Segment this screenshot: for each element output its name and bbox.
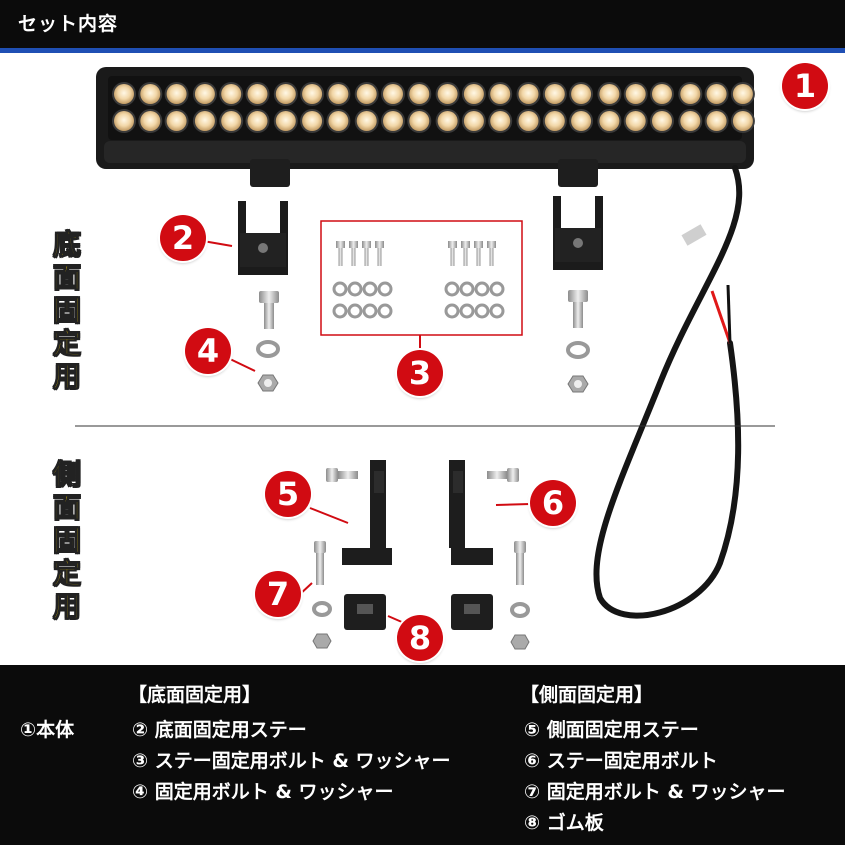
side-item-7: ⑦ 固定用ボルト & ワッシャー <box>524 781 786 803</box>
product-illustration <box>75 67 775 650</box>
bottom-item-3: ③ ステー固定用ボルト & ワッシャー <box>132 750 451 772</box>
badge-2: 2 <box>160 215 206 261</box>
fixing-bolt-set-right-icon <box>566 290 590 393</box>
badge-6: 6 <box>530 480 576 526</box>
led-light-bar-icon <box>96 67 755 187</box>
page-title: セット内容 <box>18 13 119 35</box>
fixing-bolt-set-left-icon <box>256 291 280 392</box>
bottom-mount-label-char: 用 <box>52 360 81 394</box>
side-item-6: ⑥ ステー固定用ボルト <box>524 750 718 772</box>
side-mount-bracket-right-icon <box>449 460 493 565</box>
badge-4: 4 <box>185 328 231 374</box>
side-fixing-bolt-set-right-icon <box>510 541 530 650</box>
badge-8: 8 <box>397 615 443 661</box>
bottom-mount-label-char: 面 <box>52 261 81 295</box>
side-fixing-bolt-set-left-icon <box>312 541 332 649</box>
rubber-pad-right-icon <box>451 594 493 630</box>
bottom-item-2: ② 底面固定用ステー <box>132 719 307 741</box>
power-cable-icon <box>593 165 743 619</box>
badge-1: 1 <box>782 63 828 109</box>
bottom-mount-label-char: 固 <box>52 294 81 328</box>
bottom-mount-label-char: 底 <box>52 228 81 262</box>
parts-list-panel: 【底面固定用】 【側面固定用】 ①本体 ② 底面固定用ステー ③ ステー固定用ボ… <box>0 665 845 845</box>
side-mount-label-char: 用 <box>52 590 81 624</box>
bottom-item-4: ④ 固定用ボルト & ワッシャー <box>132 781 394 803</box>
stay-bolt-right-icon <box>487 468 519 482</box>
badge-5: 5 <box>265 471 311 517</box>
badge-7: 7 <box>255 571 301 617</box>
side-mount-heading: 【側面固定用】 <box>520 684 654 706</box>
rubber-pad-left-icon <box>344 594 386 630</box>
product-photo-area: 底 面 固 定 用 側 面 固 定 用 1 2 3 4 5 6 7 8 <box>0 53 845 665</box>
bottom-mount-label: 底 面 固 定 用 <box>50 228 84 394</box>
side-mount-label-char: 定 <box>52 557 81 591</box>
bottom-mount-bracket-right-icon <box>553 196 603 270</box>
bottom-mount-bracket-left-icon <box>238 201 288 275</box>
header-accent-stripe <box>0 48 845 53</box>
side-mount-bracket-left-icon <box>342 460 392 565</box>
side-mount-label-char: 固 <box>52 524 81 558</box>
side-mount-label: 側 面 固 定 用 <box>50 458 84 624</box>
side-item-8: ⑧ ゴム板 <box>524 812 604 834</box>
main-body-item: ①本体 <box>20 719 75 741</box>
hardware-highlight-box <box>320 220 523 336</box>
bottom-mount-heading: 【底面固定用】 <box>128 684 262 706</box>
side-mount-label-char: 面 <box>52 491 81 525</box>
stay-bolt-washer-set-icon <box>332 241 505 319</box>
badge-3: 3 <box>397 350 443 396</box>
side-item-5: ⑤ 側面固定用ステー <box>524 719 699 741</box>
bottom-mount-label-char: 定 <box>52 327 81 361</box>
side-mount-label-char: 側 <box>52 458 81 492</box>
stay-bolt-left-icon <box>326 468 358 482</box>
header-bar: セット内容 <box>0 0 845 48</box>
